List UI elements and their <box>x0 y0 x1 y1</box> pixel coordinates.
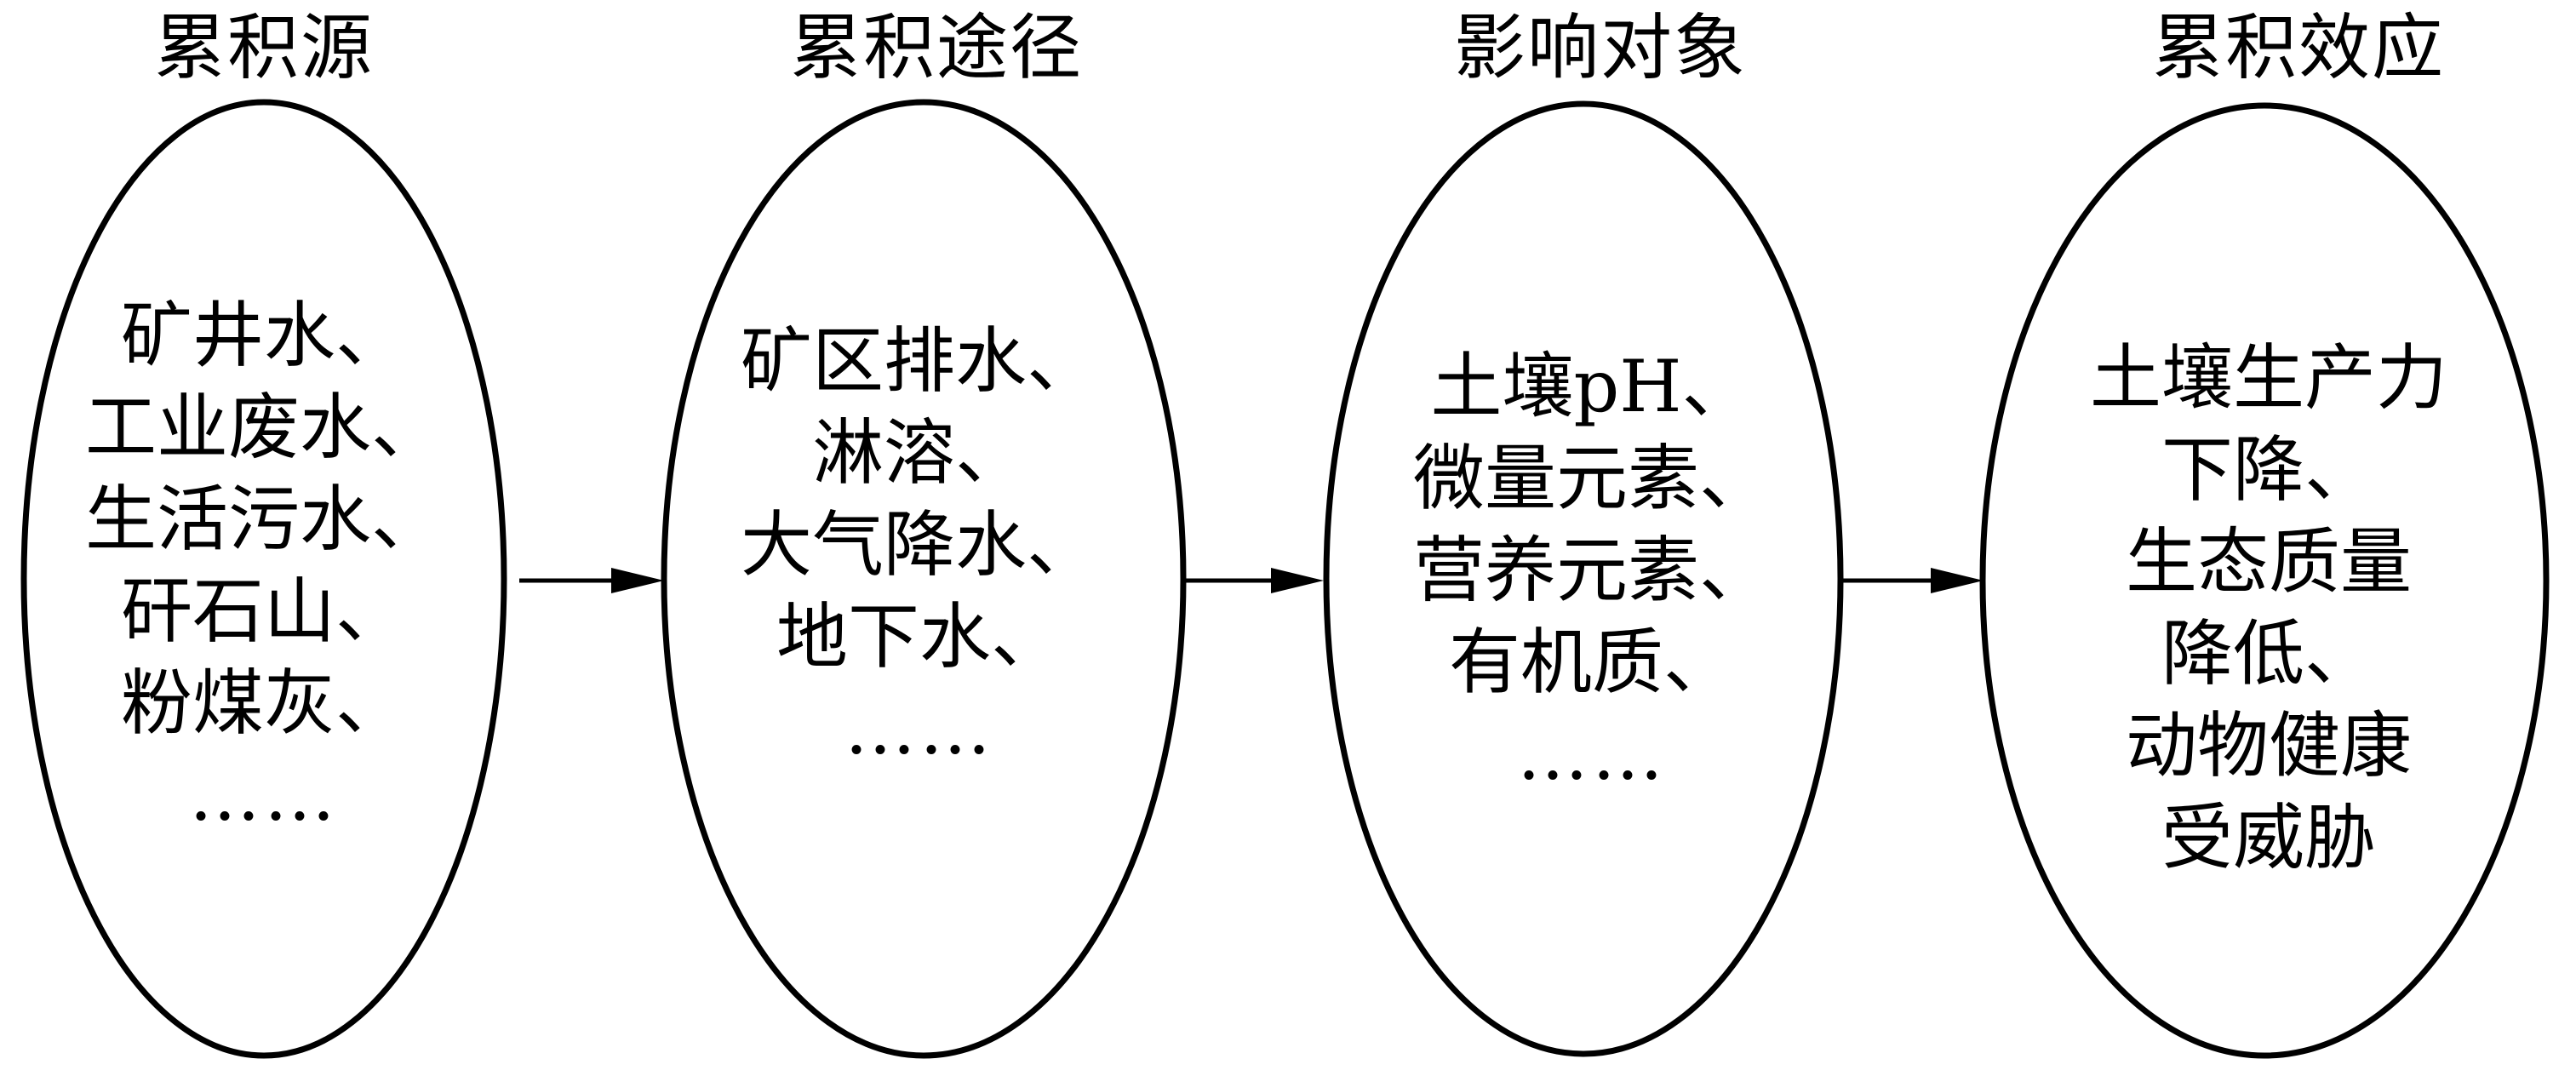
stage-4-title: 累积效应 <box>2151 6 2445 89</box>
stage-2-line: 矿区排水、 <box>740 319 1098 403</box>
arrow-3-to-4 <box>1843 568 1984 593</box>
stage-3-line: 营养元素、 <box>1412 529 1771 612</box>
stage-2-line: 地下水、 <box>776 595 1062 678</box>
arrow-2-to-3 <box>1183 568 1324 593</box>
stage-3-ellipsis: …… <box>1517 713 1667 796</box>
stage-4-line: 土壤生产力 <box>2089 336 2447 420</box>
stage-2-line: 淋溶、 <box>811 411 1027 495</box>
stage-2-text: 矿区排水、 淋溶、 大气降水、 地下水、 …… <box>673 315 1166 775</box>
stage-1-text: 矿井水、 工业废水、 生活污水、 矸石山、 粉煤灰、 …… <box>26 289 502 841</box>
stage-1-line: 粉煤灰、 <box>120 661 407 745</box>
stage-1-ellipse <box>20 99 507 1059</box>
stage-2-title: 累积途径 <box>789 6 1083 89</box>
stage-3-text: 土壤pH、 微量元素、 营养元素、 有机质、 …… <box>1328 341 1856 800</box>
stage-3-title: 影响对象 <box>1453 6 1747 89</box>
stage-2-ellipsis: …… <box>844 687 994 770</box>
stage-1-ellipsis: …… <box>189 753 339 837</box>
stage-1-line: 生活污水、 <box>84 478 443 561</box>
stage-3-ellipse <box>1323 100 1844 1057</box>
arrow-1-to-2 <box>519 568 664 593</box>
stage-3-line: 微量元素、 <box>1412 437 1771 520</box>
stage-4-line: 下降、 <box>2161 428 2376 512</box>
stage-1-title: 累积源 <box>153 6 374 89</box>
stage-4-text: 土壤生产力 下降、 生态质量 降低、 动物健康 受威胁 <box>2018 332 2520 884</box>
stage-1-line: 矿井水、 <box>120 294 407 377</box>
stage-3-line: 土壤pH、 <box>1430 345 1754 428</box>
stage-2-line: 大气降水、 <box>740 503 1098 587</box>
stage-4-line: 动物健康 <box>2125 704 2412 787</box>
stage-1-line: 矸石山、 <box>120 569 407 653</box>
stage-4-line: 受威胁 <box>2161 796 2376 879</box>
stage-3-line: 有机质、 <box>1448 621 1735 704</box>
stage-1-line: 工业废水、 <box>84 386 443 469</box>
stage-4-line: 生态质量 <box>2125 520 2412 604</box>
stage-4-line: 降低、 <box>2161 612 2376 695</box>
